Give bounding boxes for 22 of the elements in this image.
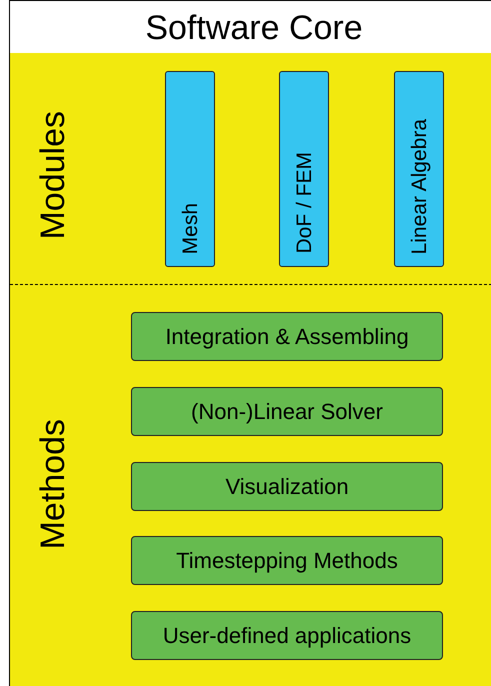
module-label: Linear Algebra (408, 118, 432, 254)
layer-title: Modules (34, 111, 73, 240)
method-label: Visualization (225, 474, 349, 500)
method-box (131, 462, 443, 511)
diagram-frame (9, 0, 491, 686)
method-box (131, 312, 443, 361)
method-label: Integration & Assembling (165, 324, 409, 350)
layer-title: Methods (34, 419, 73, 550)
method-box (131, 536, 443, 585)
layer-band (10, 285, 491, 686)
module-bar (394, 71, 444, 267)
module-bar (279, 71, 329, 267)
method-label: User-defined applications (162, 622, 412, 648)
heading: Software Core (145, 9, 363, 48)
module-label: Mesh (179, 202, 203, 254)
method-box (131, 387, 443, 436)
module-label: DoF / FEM (293, 152, 317, 254)
method-label: (Non-)Linear Solver (191, 398, 383, 424)
module-bar (165, 71, 215, 267)
method-label: Timestepping Methods (176, 548, 398, 574)
method-box (131, 611, 443, 660)
layer-band (10, 53, 491, 285)
